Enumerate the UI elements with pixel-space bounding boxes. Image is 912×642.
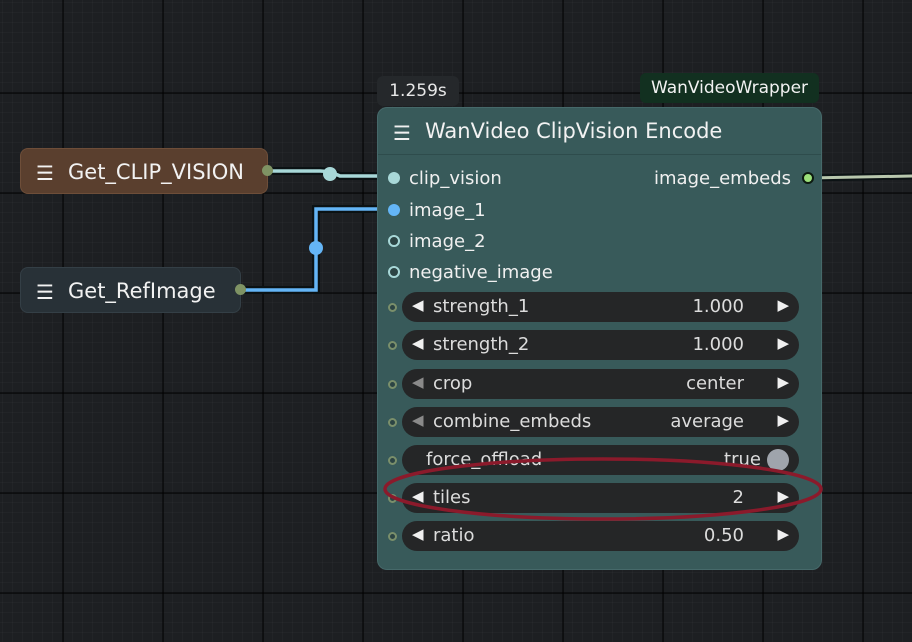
triangle-right-icon[interactable]: ▶: [777, 411, 789, 429]
triangle-right-icon[interactable]: ▶: [777, 487, 789, 505]
input-negative-image: negative_image: [409, 262, 553, 283]
tiles-highlight-ellipse: [383, 457, 823, 521]
widget-value[interactable]: 1.000: [692, 296, 744, 317]
ref-image-link-midpoint[interactable]: [309, 241, 323, 255]
toggle-knob-icon[interactable]: [767, 449, 789, 471]
triangle-right-icon[interactable]: ▶: [777, 296, 789, 314]
clip-vision-input-dot[interactable]: [388, 172, 400, 184]
hamburger-menu-icon[interactable]: ☰: [393, 121, 411, 145]
clip-vision-link-midpoint[interactable]: [323, 167, 337, 181]
widget-value[interactable]: center: [686, 373, 744, 394]
widget-label: strength_2: [433, 334, 530, 355]
crop-widget[interactable]: ◀ crop center ▶: [402, 369, 799, 399]
triangle-left-icon[interactable]: ◀: [412, 334, 424, 352]
widget-label: tiles: [433, 487, 471, 508]
widget-value[interactable]: average: [670, 411, 744, 432]
widget-input-dot[interactable]: [388, 418, 397, 427]
wanvideo-clipvision-encode-node[interactable]: ☰ WanVideo ClipVision Encode clip_vision…: [377, 107, 822, 570]
output-image-embeds: image_embeds: [654, 168, 791, 189]
widget-label: crop: [433, 373, 473, 394]
widget-value[interactable]: 1.000: [692, 334, 744, 355]
image-1-input-dot[interactable]: [388, 204, 400, 216]
output-slot-dot[interactable]: [262, 165, 273, 176]
triangle-left-icon[interactable]: ◀: [412, 411, 424, 429]
combine-embeds-widget[interactable]: ◀ combine_embeds average ▶: [402, 407, 799, 437]
triangle-right-icon[interactable]: ▶: [777, 373, 789, 391]
node-header[interactable]: ☰ WanVideo ClipVision Encode: [378, 108, 821, 155]
get-refimage-node[interactable]: ☰ Get_RefImage: [20, 267, 246, 313]
widget-label: ratio: [433, 525, 475, 546]
node-pack-badge: WanVideoWrapper: [640, 73, 820, 103]
widget-input-dot[interactable]: [388, 456, 397, 465]
input-image-1: image_1: [409, 200, 486, 221]
tiles-widget[interactable]: ◀ tiles 2 ▶: [402, 483, 799, 513]
triangle-right-icon[interactable]: ▶: [777, 525, 789, 543]
widget-label: combine_embeds: [433, 411, 592, 432]
output-slot-dot[interactable]: [235, 284, 246, 295]
triangle-left-icon[interactable]: ◀: [412, 296, 424, 314]
hamburger-menu-icon[interactable]: ☰: [36, 161, 54, 185]
node-title: WanVideo ClipVision Encode: [425, 119, 723, 143]
widget-value[interactable]: 0.50: [703, 525, 744, 546]
triangle-left-icon[interactable]: ◀: [412, 487, 424, 505]
strength-2-widget[interactable]: ◀ strength_2 1.000 ▶: [402, 330, 799, 360]
node-title: Get_CLIP_VISION: [68, 160, 244, 184]
triangle-left-icon[interactable]: ◀: [412, 525, 424, 543]
widget-value[interactable]: 2: [732, 487, 744, 508]
get-clip-vision-node[interactable]: ☰ Get_CLIP_VISION: [20, 148, 273, 194]
triangle-left-icon[interactable]: ◀: [412, 373, 424, 391]
widget-label: force_offload: [426, 449, 543, 470]
widget-input-dot[interactable]: [388, 303, 397, 312]
image-embeds-output-dot[interactable]: [802, 172, 814, 184]
input-clip-vision: clip_vision: [409, 168, 502, 189]
execution-time-badge: 1.259s: [377, 76, 459, 106]
widget-label: strength_1: [433, 296, 530, 317]
triangle-right-icon[interactable]: ▶: [777, 334, 789, 352]
image-2-input-dot[interactable]: [388, 235, 400, 247]
node-title: Get_RefImage: [68, 279, 216, 303]
widget-input-dot[interactable]: [388, 532, 397, 541]
hamburger-menu-icon[interactable]: ☰: [36, 280, 54, 304]
input-image-2: image_2: [409, 231, 486, 252]
widget-input-dot[interactable]: [388, 380, 397, 389]
widget-input-dot[interactable]: [388, 341, 397, 350]
strength-1-widget[interactable]: ◀ strength_1 1.000 ▶: [402, 292, 799, 322]
ratio-widget[interactable]: ◀ ratio 0.50 ▶: [402, 521, 799, 551]
negative-image-input-dot[interactable]: [388, 266, 400, 278]
